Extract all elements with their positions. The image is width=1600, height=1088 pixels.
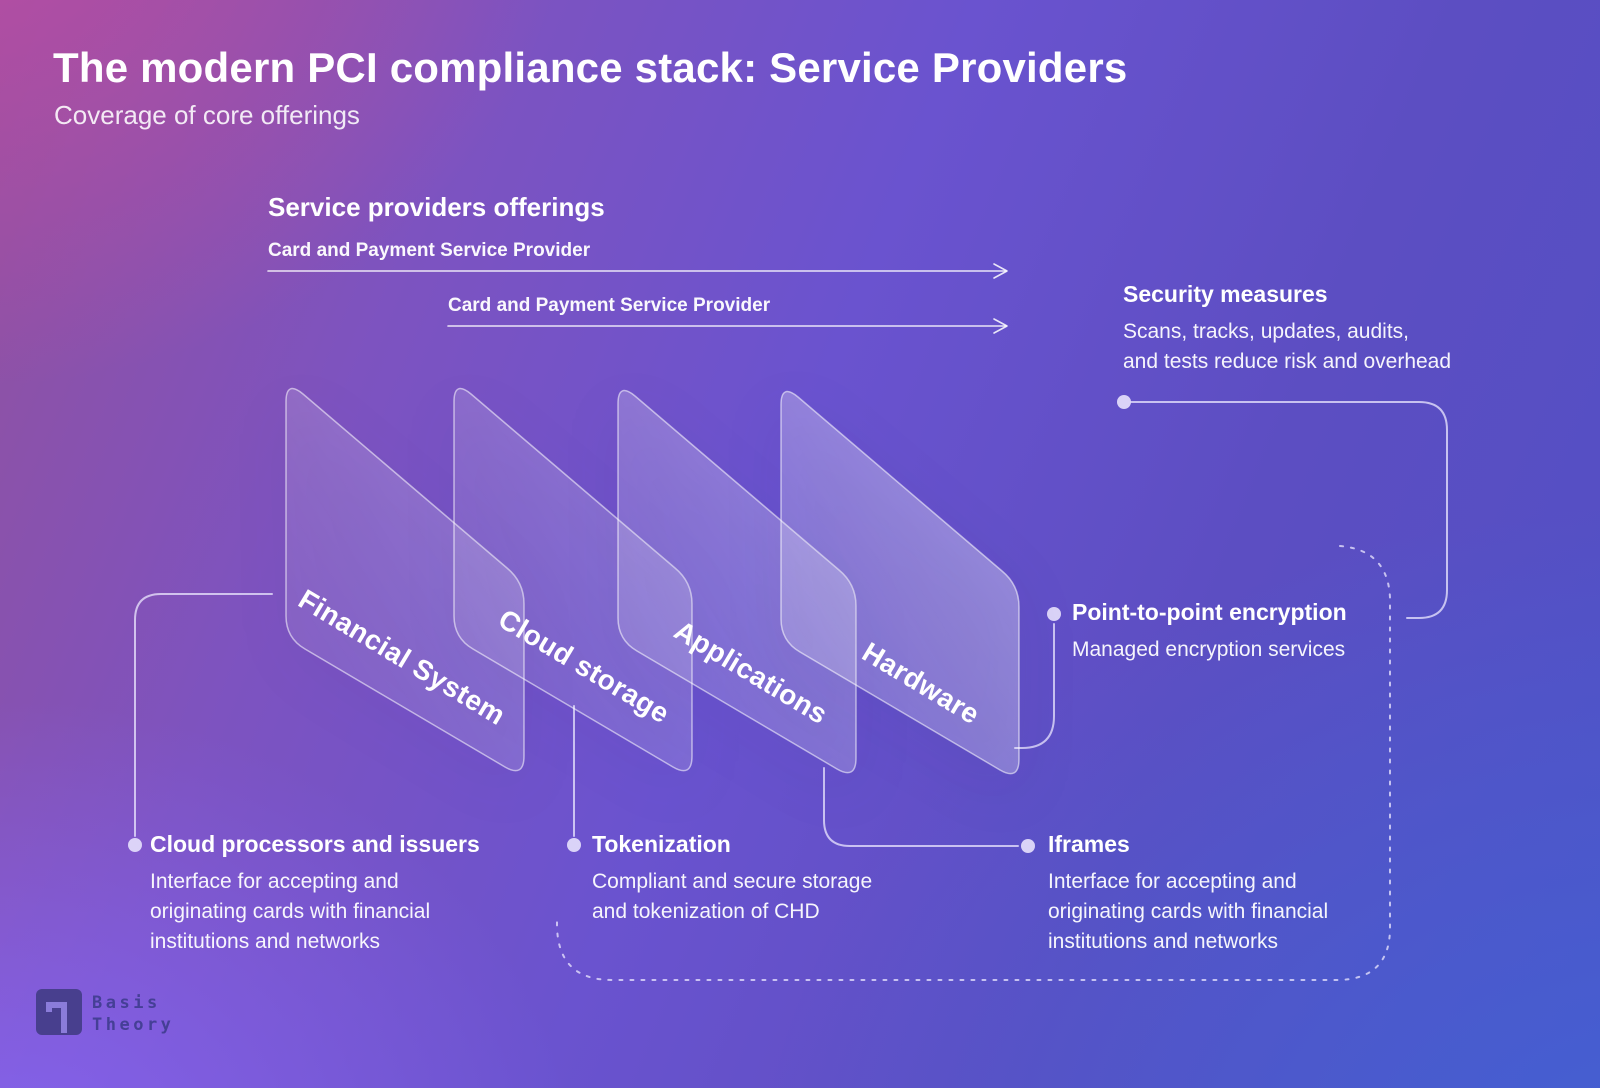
dot-tokenization [567,838,581,852]
offering-arrowhead-icon-1 [993,263,1008,279]
iframes-heading: Iframes [1048,831,1130,857]
card-hardware [780,390,1020,775]
tokenization-body: Compliant and secure storage and tokeniz… [592,870,873,923]
iframes-body: Interface for accepting and originating … [1048,870,1329,953]
offering-arrow-label-1: Card and Payment Service Provider [268,240,591,261]
dot-cloud-processors [128,838,142,852]
page-subtitle: Coverage of core offerings [54,100,360,130]
security-measures-body: Scans, tracks, updates, audits, and test… [1123,320,1452,373]
cloud-processors-body: Interface for accepting and originating … [150,870,431,953]
annotation-iframes: Iframes Interface for accepting and orig… [1048,831,1328,957]
dashed-scope-boundary [556,545,1391,981]
card-cloud-storage [453,387,693,772]
card-financial-system [285,387,525,772]
offering-arrow-label-2: Card and Payment Service Provider [448,295,771,316]
dot-security-measures [1117,395,1131,409]
dot-iframes [1021,839,1035,853]
annotation-cloud-processors: Cloud processors and issuers Interface f… [150,831,480,957]
annotation-security-measures: Security measures Scans, tracks, updates… [1123,281,1451,377]
basis-theory-logo-text: Basis Theory [92,992,174,1036]
connector-p2p-encryption [1014,623,1055,749]
dot-p2p-encryption [1047,607,1061,621]
logo-text-line1: Basis [92,993,161,1013]
connector-iframes [823,767,1019,847]
cloud-processors-heading: Cloud processors and issuers [150,831,480,857]
logo-text-line2: Theory [92,1015,175,1035]
p2p-encryption-body: Managed encryption services [1072,638,1346,661]
annotation-tokenization: Tokenization Compliant and secure storag… [592,831,872,927]
page-title: The modern PCI compliance stack: Service… [53,44,1128,91]
tokenization-heading: Tokenization [592,831,731,857]
connector-cloud-processors [134,593,273,837]
connector-security-measures [1130,401,1448,619]
offering-arrowhead-icon-2 [993,318,1008,334]
logo-glyph-icon [46,1002,67,1033]
annotation-p2p-encryption: Point-to-point encryption Managed encryp… [1072,599,1347,665]
card-applications [617,389,857,774]
offerings-heading: Service providers offerings [268,192,605,222]
logo-square [36,989,82,1035]
security-measures-heading: Security measures [1123,281,1328,307]
p2p-encryption-heading: Point-to-point encryption [1072,599,1347,625]
basis-theory-logo-mark [36,989,82,1035]
